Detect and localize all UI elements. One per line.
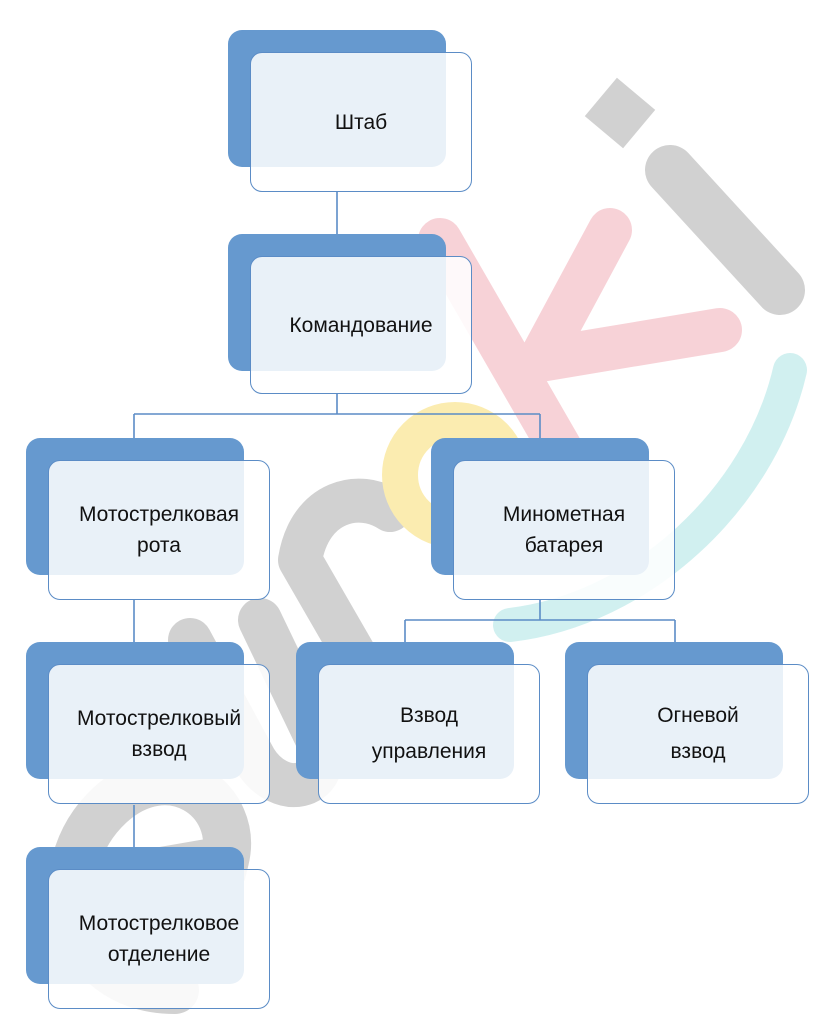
node-hq-label: Штаб <box>334 110 388 134</box>
watermark-i-dot <box>584 77 656 149</box>
node-control-platoon-line-1: Взвод <box>399 704 459 727</box>
node-control-platoon-line-2: управления <box>371 740 487 763</box>
node-mortar-battery-card: Минометная батарея <box>453 460 675 600</box>
node-mr-platoon-card: Мотострелковый взвод <box>48 664 270 804</box>
node-fire-platoon-line-2: взвод <box>670 740 726 763</box>
node-fire-platoon-card: Огневой взвод <box>587 664 809 804</box>
node-command-label: Командование <box>289 313 433 337</box>
node-mr-company-card: Мотострелковая рота <box>48 460 270 600</box>
node-mr-squad-line-2: отделение <box>107 943 211 966</box>
node-mr-platoon-line-2: взвод <box>131 738 187 761</box>
node-hq-card: Штаб <box>250 52 472 192</box>
node-mr-platoon-line-1: Мотострелковый <box>76 707 242 730</box>
node-command-card: Командование <box>250 256 472 394</box>
node-mortar-battery-line-1: Минометная <box>502 503 626 526</box>
edge-battery-children <box>404 600 676 642</box>
edge-command-children <box>133 394 541 438</box>
watermark-swoosh <box>493 353 807 642</box>
node-mr-company-line-1: Мотострелковая <box>78 503 240 526</box>
node-mortar-battery-line-2: батарея <box>524 534 604 557</box>
node-mr-squad-card: Мотострелковое отделение <box>48 869 270 1009</box>
watermark-letter-i <box>645 145 805 315</box>
node-control-platoon-card: Взвод управления <box>318 664 540 804</box>
node-mr-company-line-2: рота <box>137 534 181 557</box>
node-mr-squad-line-1: Мотострелковое <box>78 912 240 935</box>
node-fire-platoon-line-1: Огневой <box>657 704 739 727</box>
